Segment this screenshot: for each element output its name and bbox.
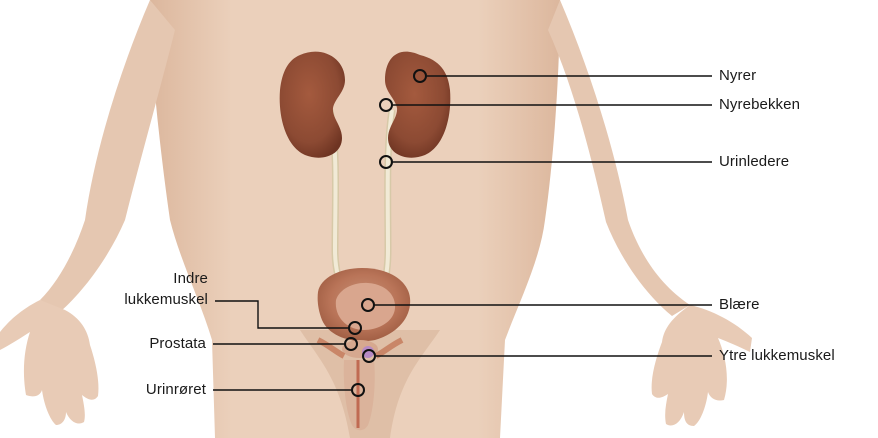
body-silhouette bbox=[0, 0, 752, 438]
label-nyrebekken: Nyrebekken bbox=[719, 96, 800, 114]
label-urinroret: Urinrøret bbox=[146, 381, 206, 399]
label-nyrer: Nyrer bbox=[719, 67, 756, 85]
label-blaere: Blære bbox=[719, 296, 760, 314]
label-urinledere: Urinledere bbox=[719, 153, 789, 171]
label-indre-line1: Indre bbox=[173, 270, 208, 288]
label-prostata: Prostata bbox=[149, 335, 206, 353]
label-ytre-lukkemuskel: Ytre lukkemuskel bbox=[719, 347, 835, 365]
label-indre-line2: lukkemuskel bbox=[124, 291, 208, 309]
